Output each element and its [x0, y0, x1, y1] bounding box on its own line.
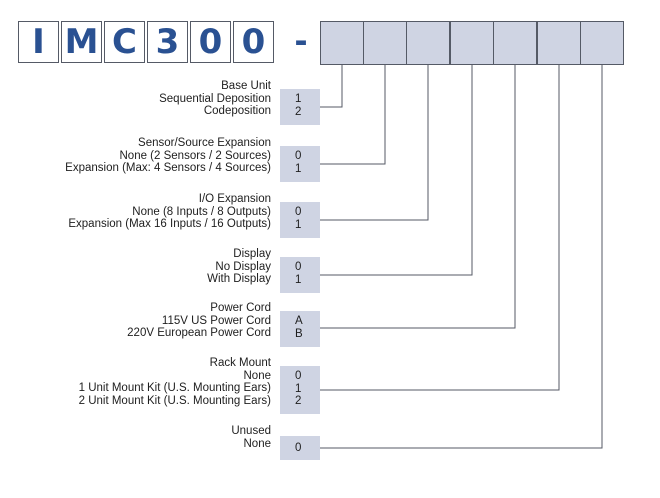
option-label: No Display	[215, 260, 271, 273]
code-value: 2	[295, 395, 302, 407]
option-label: 1 Unit Mount Kit (U.S. Mounting Ears)	[78, 382, 271, 394]
option-group-sensor-source: Sensor/Source Expansion None (2 Sensors …	[65, 137, 271, 175]
code-values-unused: 0	[280, 436, 320, 460]
connector-power-cord	[320, 65, 516, 329]
code-values-sensor-source: 0 1	[280, 146, 320, 182]
group-title: Unused	[231, 425, 271, 437]
code-value: B	[295, 327, 303, 340]
code-value: 1	[295, 93, 302, 105]
option-label: 2 Unit Mount Kit (U.S. Mounting Ears)	[78, 394, 271, 407]
group-title: Power Cord	[210, 302, 271, 314]
option-label: 220V European Power Cord	[127, 327, 271, 339]
option-group-base-unit: Base Unit Sequential Deposition Codeposi…	[159, 80, 271, 118]
code-value: 0	[295, 206, 302, 218]
connector-base-unit	[320, 65, 343, 108]
code-values-power-cord: A B	[280, 311, 320, 347]
code-values-rack-mount: 0 1 2	[280, 366, 320, 414]
code-value: 0	[295, 150, 302, 162]
option-group-rack-mount: Rack Mount None 1 Unit Mount Kit (U.S. M…	[79, 357, 271, 407]
group-title: Base Unit	[221, 80, 271, 92]
group-title: I/O Expansion	[198, 193, 271, 205]
option-label: With Display	[207, 273, 271, 285]
option-label: None (2 Sensors / 2 Sources)	[119, 149, 272, 162]
code-value: 1	[295, 273, 302, 286]
code-value: 2	[295, 105, 302, 118]
connector-unused	[320, 65, 603, 449]
connector-rack-mount	[320, 65, 560, 391]
code-value: A	[295, 315, 303, 327]
code-slot-display	[450, 21, 494, 65]
separator-dash: -	[294, 22, 308, 60]
option-group-io-expansion: I/O Expansion None (8 Inputs / 8 Outputs…	[68, 193, 271, 231]
code-slot-base-unit	[320, 21, 364, 65]
code-slot-io-expansion	[406, 21, 450, 65]
option-group-power-cord: Power Cord 115V US Power Cord 220V Europ…	[127, 302, 271, 340]
code-values-base-unit: 1 2	[280, 89, 320, 125]
code-value: 1	[295, 162, 302, 175]
group-title: Display	[233, 248, 271, 260]
prefix-char-box: C	[104, 21, 145, 63]
option-label: None	[243, 437, 272, 450]
option-group-unused: Unused None	[231, 425, 271, 450]
option-label: None (8 Inputs / 8 Outputs)	[132, 205, 271, 218]
prefix-char-box: I	[18, 21, 59, 63]
code-value: 1	[295, 218, 302, 231]
prefix-char-box: 3	[147, 21, 188, 63]
code-slot-power-cord	[493, 21, 537, 65]
connector-io-expansion	[320, 65, 429, 221]
group-title: Rack Mount	[209, 357, 271, 369]
code-value: 0	[295, 261, 302, 273]
option-label: None	[243, 369, 272, 382]
option-label: 115V US Power Cord	[161, 314, 271, 327]
option-label: Expansion (Max 16 Inputs / 16 Outputs)	[68, 218, 271, 230]
connector-display	[320, 65, 473, 276]
code-slot-sensor-source	[363, 21, 407, 65]
code-values-display: 0 1	[280, 257, 320, 293]
option-label: Codeposition	[203, 105, 271, 117]
group-title: Sensor/Source Expansion	[138, 137, 271, 149]
code-value: 1	[295, 382, 302, 395]
connector-sensor-source	[320, 65, 386, 165]
prefix-char-box: 0	[190, 21, 231, 63]
code-slot-unused	[580, 21, 624, 65]
code-values-io-expansion: 0 1	[280, 202, 320, 238]
code-value: 0	[295, 370, 302, 382]
prefix-char-box: 0	[233, 21, 274, 63]
option-label: Sequential Deposition	[159, 92, 271, 105]
option-label: Expansion (Max: 4 Sensors / 4 Sources)	[65, 162, 271, 174]
prefix-char-box: M	[61, 21, 102, 63]
code-value: 0	[295, 442, 302, 454]
option-group-display: Display No Display With Display	[207, 248, 271, 286]
